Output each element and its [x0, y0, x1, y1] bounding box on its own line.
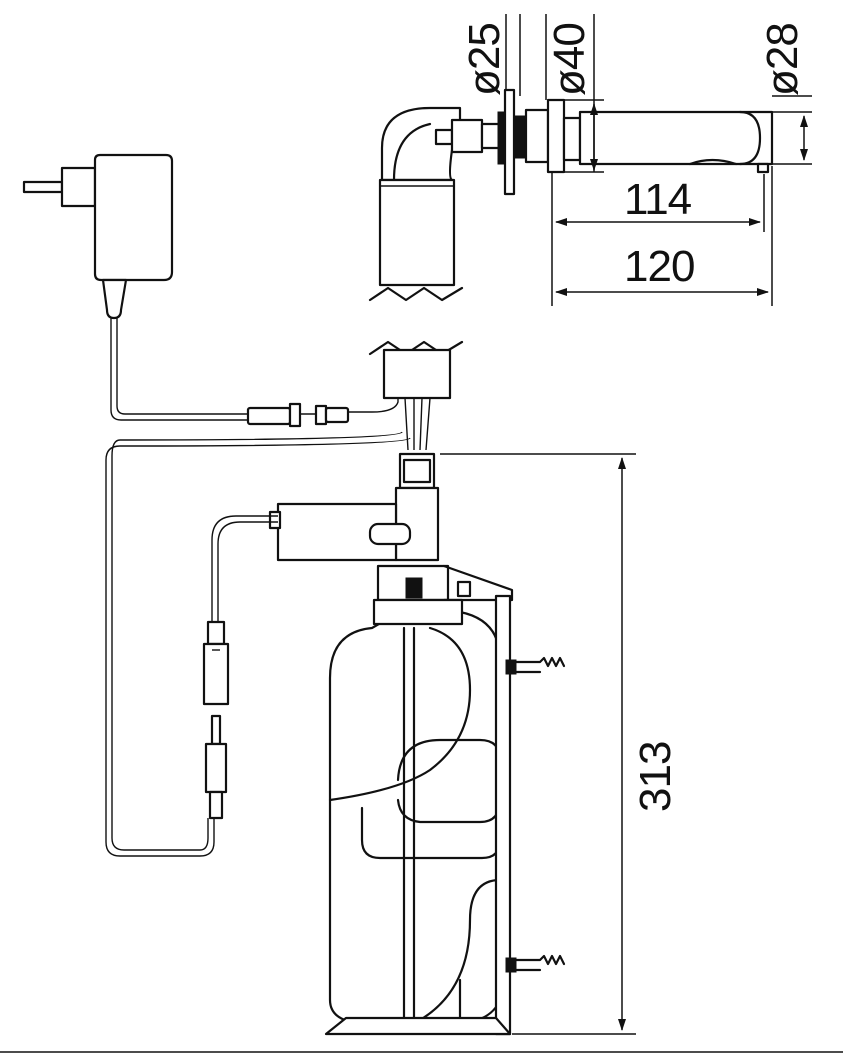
dim-diameter-inlet: ø25	[460, 23, 509, 96]
pipe-break	[368, 286, 464, 400]
dim-tank-height: 313	[631, 742, 680, 812]
wall-bracket	[0, 594, 843, 1053]
dim-diameter-flange: ø40	[545, 23, 594, 96]
pump-unit	[268, 452, 514, 602]
faucet-spout	[524, 98, 774, 174]
faucet-inlet-fitting	[434, 88, 527, 196]
adapter-cable	[110, 318, 399, 421]
dimension-labels: ø25 ø40 ø28 114 120 313	[460, 23, 807, 812]
dim-overall-length: 120	[624, 242, 694, 291]
dim-spout-length: 114	[624, 175, 692, 224]
sensor-cable	[211, 515, 278, 622]
power-adapter	[22, 153, 174, 320]
sensor-connector	[202, 620, 230, 820]
dimension-lines	[440, 14, 812, 1035]
soap-tank	[328, 598, 502, 1026]
spout-wires	[105, 397, 431, 857]
faucet-elbow	[378, 106, 462, 287]
inline-connector	[246, 402, 350, 428]
dim-diameter-spout: ø28	[758, 23, 807, 96]
